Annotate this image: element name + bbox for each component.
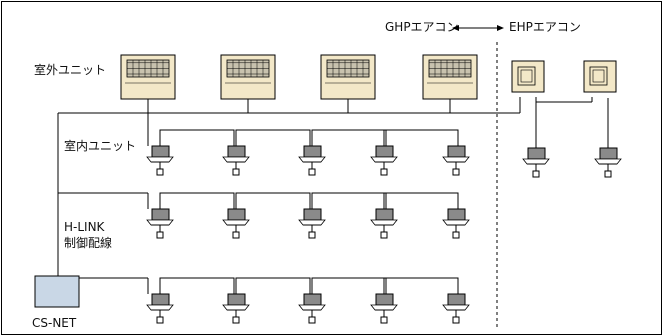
ehp-outdoor-unit [583,60,617,93]
indoor-unit [298,192,387,239]
indoor-unit [222,192,311,239]
indoor-unit [442,208,470,239]
indoor-unit [522,147,550,178]
control-wiring-label: 制御配線 [64,235,112,250]
indoor-unit [370,277,459,324]
ghp-outdoor-unit [320,54,376,100]
indoor-unit [146,192,235,239]
ghp-outdoor-unit [220,54,276,100]
ghp-outdoor-unit [422,54,478,100]
indoor-unit [146,129,235,176]
csnet-label: CS-NET [32,316,77,330]
ghp-outdoor-unit [120,54,176,100]
hlink-label: H-LINK [64,220,106,234]
indoor-unit [442,293,470,324]
units-layer [120,54,622,324]
indoor-unit [222,277,311,324]
indoor-unit [298,129,387,176]
csnet-box [34,275,80,308]
indoor-unit [298,277,387,324]
outdoor-unit-label: 室外ユニット [34,62,106,77]
indoor-unit [594,147,622,178]
indoor-unit [442,145,470,176]
indoor-unit [222,129,311,176]
ehp-label: EHPエアコン [509,20,581,34]
indoor-unit-label: 室内ユニット [64,138,136,153]
indoor-unit [370,192,459,239]
ehp-outdoor-unit [511,60,545,93]
wiring [57,97,609,279]
indoor-unit [370,129,459,176]
ghp-label: GHPエアコン [385,20,459,34]
indoor-unit [146,277,235,324]
double-arrow-icon [452,25,504,31]
